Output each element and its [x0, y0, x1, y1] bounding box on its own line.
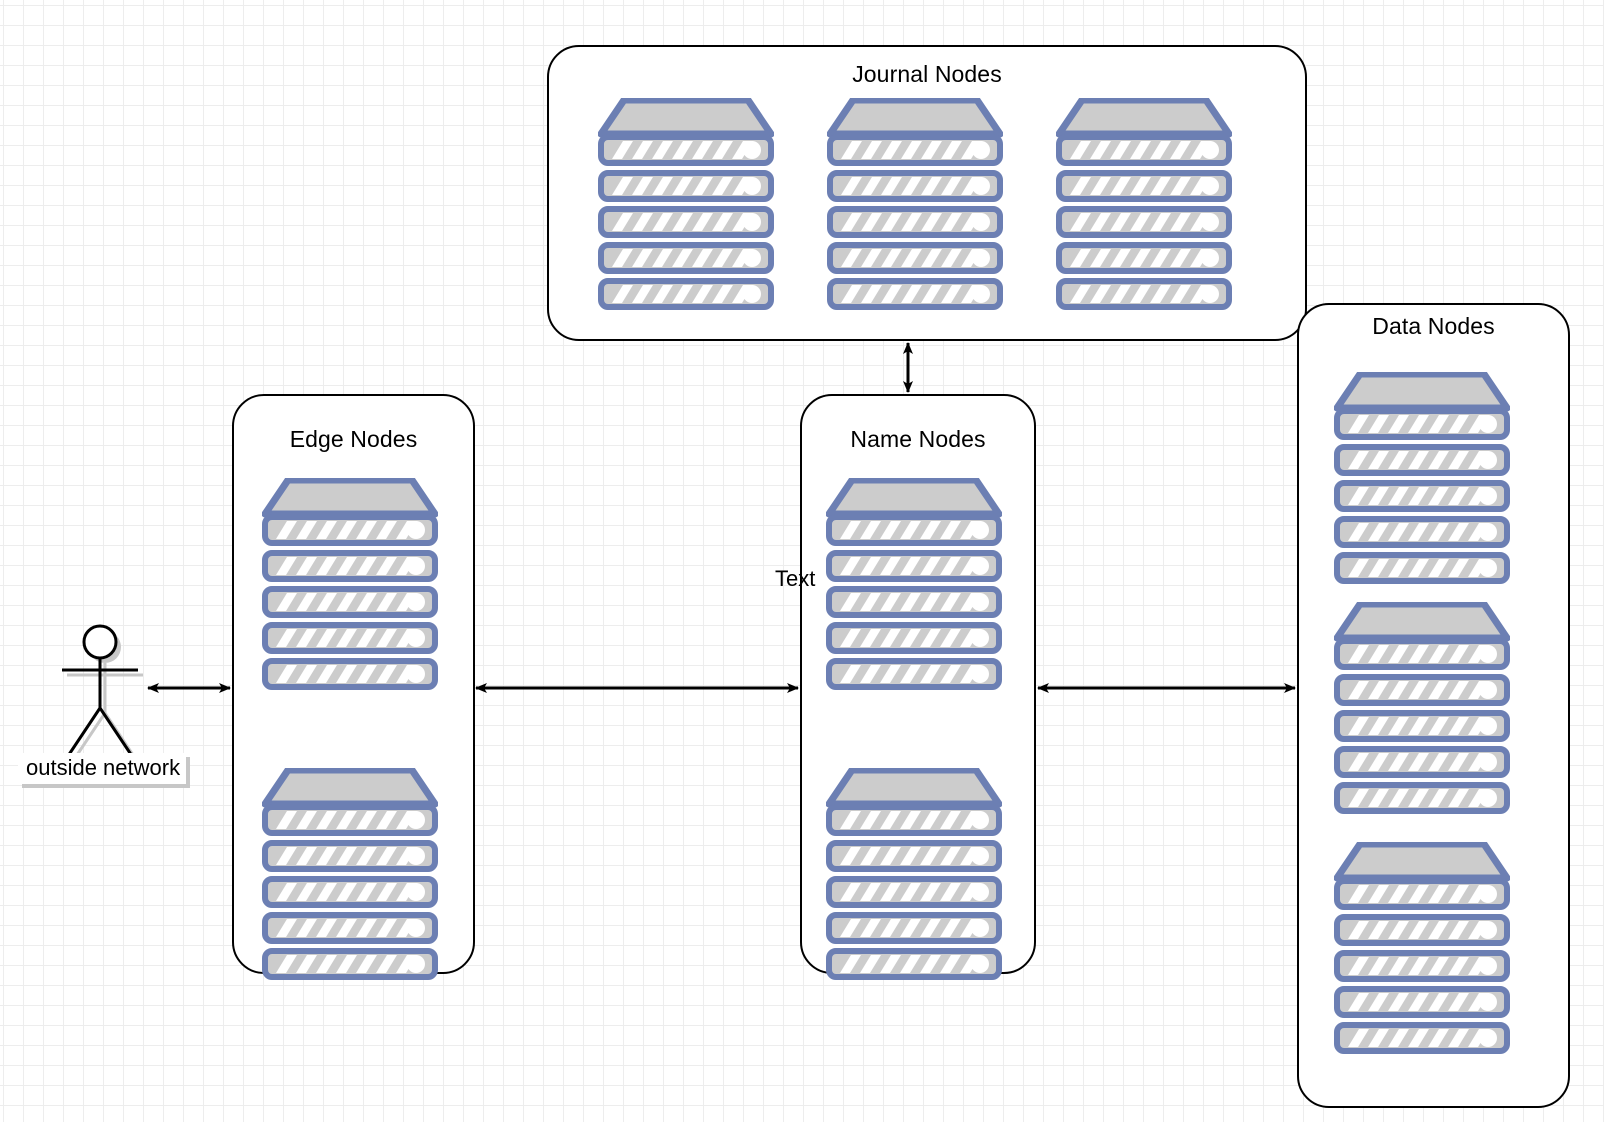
- actor-stick-figure-icon: [62, 624, 143, 762]
- server-rack-icon[interactable]: [825, 476, 1003, 701]
- server-rack-icon[interactable]: [826, 96, 1004, 321]
- server-rack-icon[interactable]: [1333, 370, 1511, 595]
- server-rack-icon[interactable]: [261, 766, 439, 991]
- server-rack-icon[interactable]: [1333, 600, 1511, 825]
- server-rack-icon[interactable]: [825, 766, 1003, 991]
- server-rack-icon[interactable]: [597, 96, 775, 321]
- group-title-journal-nodes: Journal Nodes: [852, 61, 1002, 87]
- actor-shadow: [67, 631, 143, 762]
- group-title-data-nodes: Data Nodes: [1372, 313, 1495, 339]
- server-rack-icon[interactable]: [1333, 840, 1511, 1065]
- group-title-name-nodes: Name Nodes: [850, 426, 986, 452]
- server-rack-icon[interactable]: [1055, 96, 1233, 321]
- label-text-label[interactable]: Text: [775, 566, 816, 591]
- server-rack-icon[interactable]: [261, 476, 439, 701]
- group-title-edge-nodes: Edge Nodes: [289, 426, 418, 452]
- actor-label-outside-network[interactable]: outside network: [18, 753, 187, 784]
